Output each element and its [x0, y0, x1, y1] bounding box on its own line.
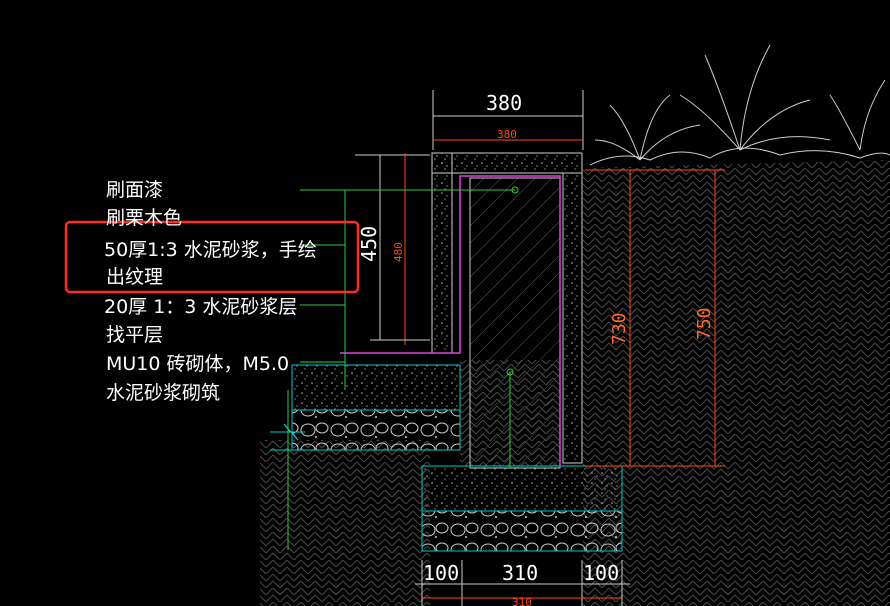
dim-top-380-small-label: 380: [497, 128, 517, 141]
dim-left-450-label: 450: [357, 226, 381, 262]
dim-bottom-100-right-label: 100: [583, 561, 619, 585]
footing-stone: [421, 510, 623, 552]
dim-left-verticals: [355, 153, 430, 345]
base-stone-layer: [291, 409, 461, 451]
wall-cap-plaster: [431, 152, 583, 174]
note-line-2: 刷栗木色: [106, 207, 182, 229]
note-line-1: 刷面漆: [106, 179, 163, 201]
note-line-5: 20厚 1：3 水泥砂浆层: [104, 296, 297, 318]
dim-bottom-310-small-label: 310: [512, 596, 532, 606]
leader-lines: [287, 186, 519, 550]
highlight-box: [64, 220, 360, 294]
note-line-8: 水泥砂浆砌筑: [106, 382, 220, 404]
dim-bottom-100-left-label: 100: [423, 561, 459, 585]
dim-right-730-label: 730: [609, 312, 630, 345]
plant-icon: [589, 44, 890, 166]
dim-top-380-label: 380: [486, 91, 522, 115]
break-symbol: [270, 423, 305, 441]
base-concrete-layer: [291, 364, 461, 411]
dim-left-480-label: 480: [392, 242, 405, 262]
wall-left-plaster: [431, 152, 453, 354]
finish-line: [340, 175, 561, 466]
dim-right-750-label: 750: [694, 307, 715, 340]
wall-right-plaster: [562, 172, 583, 464]
note-line-3: 50厚1:3 水泥砂浆，手绘: [104, 239, 317, 261]
wall-core-hatch: [470, 178, 560, 468]
dim-top-380: [432, 90, 584, 150]
footing-concrete: [421, 465, 623, 512]
dim-bottom: [415, 560, 630, 606]
soil-hatch-left: [260, 440, 430, 606]
dim-right-verticals: [585, 169, 725, 467]
note-line-6: 找平层: [106, 324, 163, 346]
soil-hatch-right: [583, 160, 890, 606]
dim-bottom-310-label: 310: [502, 561, 538, 585]
note-line-4: 出纹理: [106, 266, 163, 288]
note-line-7: MU10 砖砌体，M5.0: [106, 353, 289, 375]
